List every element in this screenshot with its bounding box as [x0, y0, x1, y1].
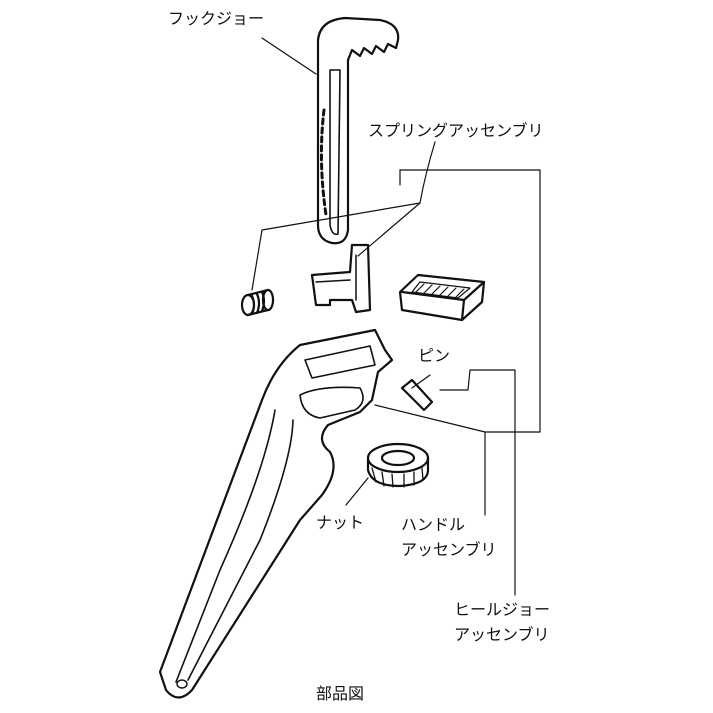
hook-jaw-part [316, 16, 400, 245]
spring-part [240, 288, 275, 317]
handle-part [158, 328, 394, 699]
caption: 部品図 [316, 684, 365, 703]
label-heel-jaw-assembly: ヒールジョー アッセンブリ [454, 597, 550, 647]
label-spring-assembly: スプリングアッセンブリ [368, 121, 544, 140]
nut-part [366, 442, 430, 488]
spring-clip-part [310, 243, 372, 314]
leader-lines [251, 37, 541, 596]
label-nut: ナット [316, 513, 365, 532]
label-heel-jaw-assembly-line1: ヒールジョー [454, 600, 551, 619]
label-handle-assembly: ハンドル アッセンブリ [401, 512, 497, 562]
label-handle-assembly-line1: ハンドル [401, 515, 466, 534]
heel-jaw-block-part [398, 273, 486, 322]
label-heel-jaw-assembly-line2: アッセンブリ [454, 625, 550, 644]
label-hook-jaw: フックジョー [168, 9, 265, 28]
label-handle-assembly-line2: アッセンブリ [401, 540, 497, 559]
label-pin: ピン [418, 346, 451, 365]
pin-part [400, 378, 434, 412]
